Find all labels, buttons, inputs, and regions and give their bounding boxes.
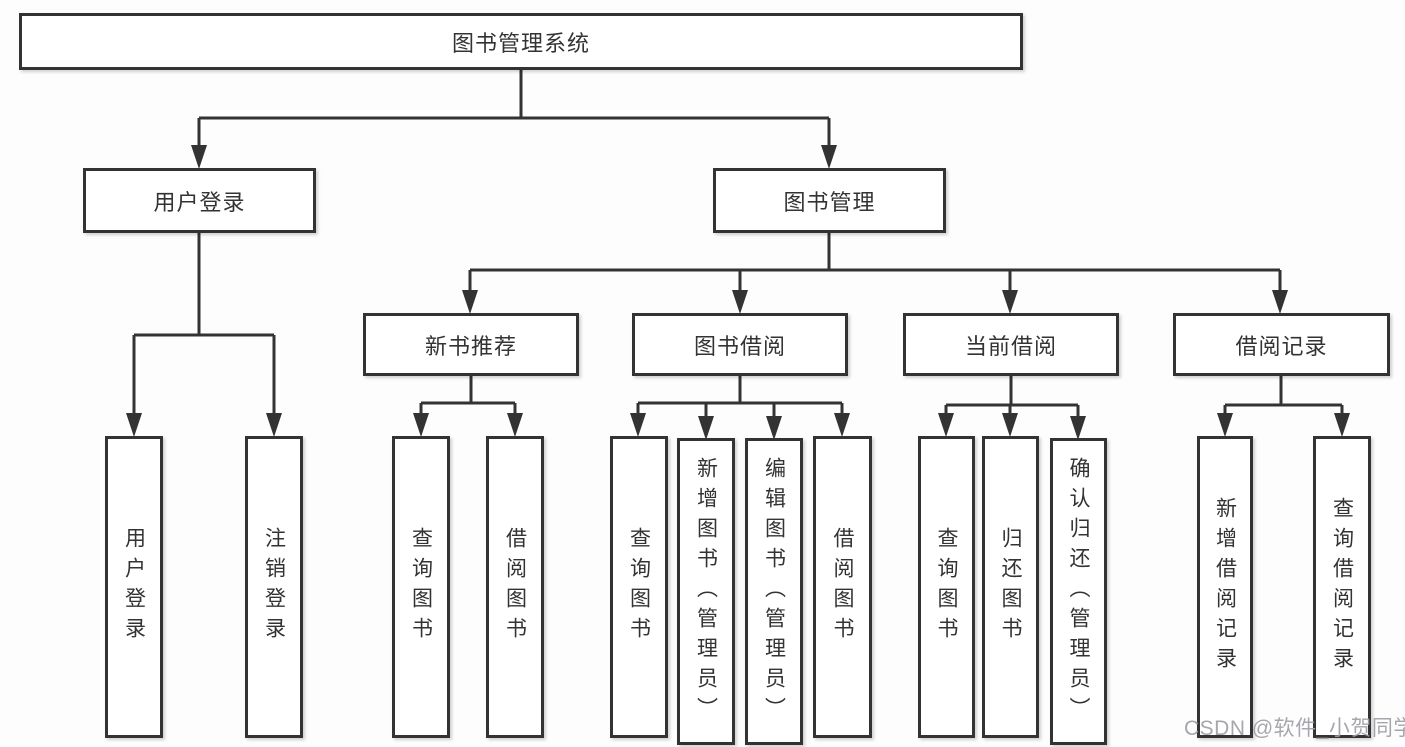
node-label: 图书管理系统: [451, 30, 590, 56]
node-label: 用户登录: [122, 527, 146, 647]
leaf-query-borrow-record: 查询借阅记录: [1313, 436, 1371, 738]
node-label: 新增图书（管理员）: [694, 456, 718, 727]
node-library-management-system: 图书管理系统: [19, 13, 1023, 70]
node-label: 查询图书: [409, 527, 433, 647]
leaf-user-login: 用户登录: [105, 436, 163, 738]
leaf-query-books-recommendation: 查询图书: [392, 436, 450, 738]
node-label: 新书推荐: [424, 333, 517, 359]
node-label: 新增借阅记录: [1213, 497, 1237, 677]
csdn-watermark: CSDN @软件_小贺同学: [1184, 717, 1405, 740]
node-label: 图书借阅: [693, 333, 786, 359]
node-borrowing-records: 借阅记录: [1173, 313, 1390, 376]
leaf-query-books-current: 查询图书: [918, 436, 975, 738]
node-label: 查询图书: [935, 527, 959, 647]
node-label: 借阅图书: [831, 527, 855, 647]
leaf-add-borrow-record: 新增借阅记录: [1197, 436, 1253, 738]
node-current-borrowing: 当前借阅: [903, 313, 1119, 376]
node-label: 当前借阅: [964, 333, 1057, 359]
node-book-management: 图书管理: [713, 168, 946, 233]
node-book-borrowing: 图书借阅: [632, 313, 848, 376]
node-new-book-recommendation: 新书推荐: [363, 313, 579, 376]
leaf-borrow-books-recommendation: 借阅图书: [486, 436, 544, 738]
node-label: 查询图书: [627, 527, 651, 647]
node-label: 确认归还（管理员）: [1067, 456, 1091, 727]
node-label: 查询借阅记录: [1330, 497, 1354, 677]
node-label: 图书管理: [783, 189, 876, 215]
node-label: 借阅图书: [503, 527, 527, 647]
leaf-borrow-books: 借阅图书: [813, 436, 872, 738]
node-label: 注销登录: [262, 527, 286, 647]
leaf-confirm-return-admin: 确认归还（管理员）: [1050, 438, 1107, 745]
node-user-login: 用户登录: [83, 168, 316, 233]
leaf-add-book-admin: 新增图书（管理员）: [677, 438, 735, 745]
leaf-return-books: 归还图书: [982, 436, 1039, 738]
leaf-logout: 注销登录: [245, 436, 303, 738]
leaf-query-books-borrowing: 查询图书: [610, 436, 668, 738]
node-label: 用户登录: [153, 189, 246, 215]
node-label: 借阅记录: [1235, 333, 1328, 359]
leaf-edit-book-admin: 编辑图书（管理员）: [745, 438, 803, 745]
node-label: 归还图书: [999, 527, 1023, 647]
node-label: 编辑图书（管理员）: [762, 456, 786, 727]
